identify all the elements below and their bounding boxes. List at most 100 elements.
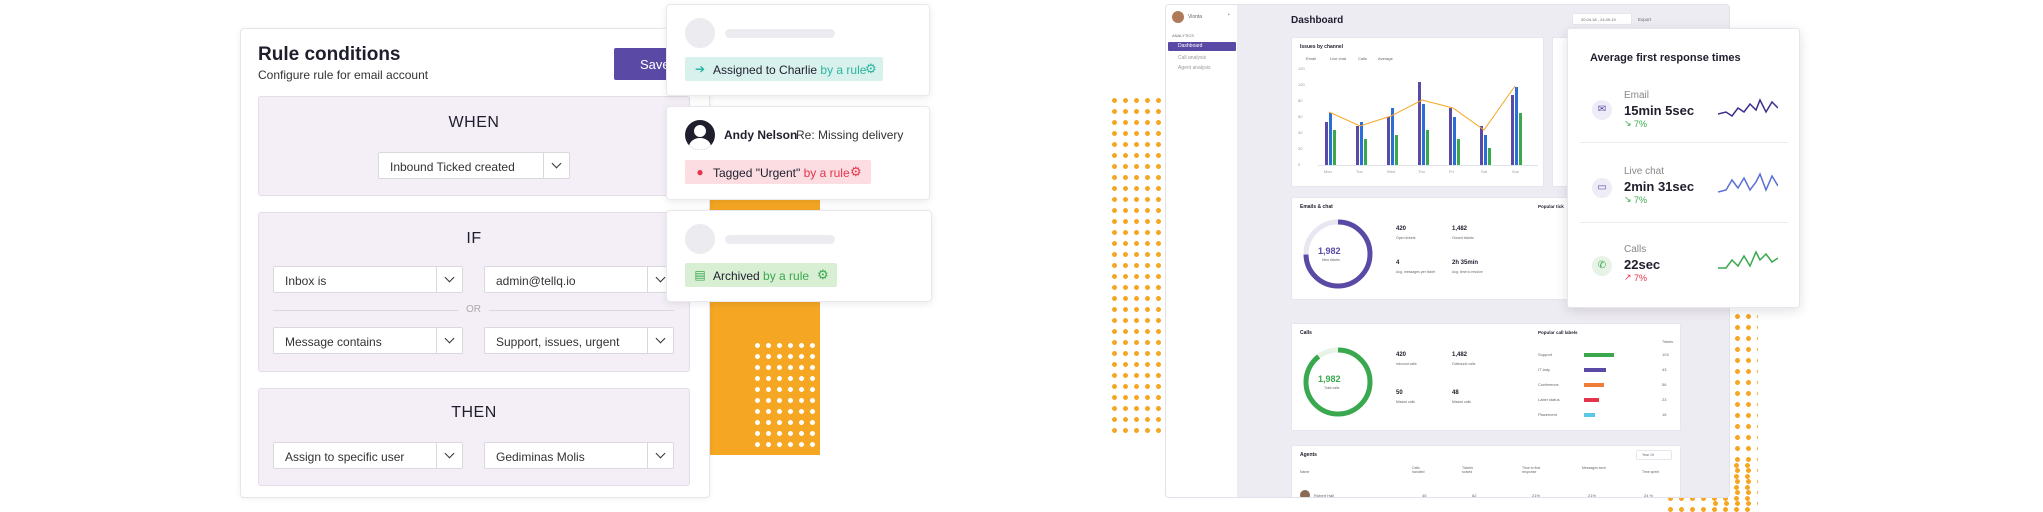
agent-messages: 21%: [1588, 493, 1597, 498]
legend-average: Average: [1378, 56, 1393, 61]
bar: [1426, 130, 1429, 165]
message-subject: Re: Missing delivery: [796, 128, 904, 142]
condition-field-select[interactable]: Inbox is: [273, 266, 463, 293]
condition-value-select[interactable]: admin@tellq.io: [484, 266, 674, 293]
bar: [1488, 147, 1491, 165]
envelope-icon: ✉: [1592, 100, 1612, 120]
x-tick: Thu: [1418, 169, 1425, 174]
stat-value: 4: [1396, 260, 1400, 266]
chart-title: Issues by channel: [1300, 44, 1344, 50]
bar: [1515, 86, 1518, 165]
bar: [1480, 125, 1483, 165]
bar: [1364, 138, 1367, 165]
label-name: IT lady: [1538, 367, 1550, 372]
stat-label: Avg. messages per ticket: [1396, 270, 1436, 274]
export-button[interactable]: Export: [1638, 17, 1652, 22]
then-title: THEN: [451, 404, 497, 421]
condition-field-value: Message contains: [285, 335, 382, 349]
x-tick: Fri: [1449, 169, 1454, 174]
phone-icon: ✆: [1592, 256, 1612, 276]
label-bar: [1584, 383, 1604, 387]
sender-name: Andy Nelson: [724, 128, 798, 142]
nav-item-dashboard[interactable]: Dashboard: [1168, 42, 1236, 51]
label-bar: [1584, 353, 1614, 357]
section-title: Agents: [1300, 452, 1317, 458]
popular-title: Popular tick: [1538, 204, 1564, 209]
rule-title: Rule conditions: [258, 44, 401, 65]
agents-filter-select[interactable]: Year 19: [1636, 450, 1672, 460]
issues-chart-card: Issues by channel Email Live chat Calls …: [1291, 37, 1544, 187]
by-rule-text: by a rule: [820, 63, 867, 77]
arrow-right-icon: ➔: [694, 62, 706, 76]
channel-label: Live chat: [1624, 166, 1665, 177]
label-value: 16: [1662, 412, 1667, 417]
legend-live-chat: Live chat: [1330, 56, 1347, 61]
section-title: Calls: [1300, 330, 1312, 336]
bar: [1511, 95, 1514, 165]
condition-value: admin@tellq.io: [496, 274, 576, 288]
filter-value: Year 19: [1642, 453, 1654, 457]
y-tick: 100: [1298, 82, 1305, 87]
response-delta: 7%: [1634, 195, 1648, 205]
response-time: 22sec: [1624, 257, 1661, 272]
x-axis-labels: Mon Tue Wed Thu Fri Sat Sun: [1318, 169, 1538, 177]
dashboard-sidebar: Vionta ◔ ANALYTICS Dashboard Call analys…: [1166, 5, 1238, 497]
label-name: Support: [1538, 352, 1553, 357]
row-divider: [1580, 142, 1788, 143]
y-tick: 80: [1298, 98, 1303, 103]
action-select[interactable]: Assign to specific user: [273, 442, 463, 469]
legend-calls: Calls: [1358, 56, 1367, 61]
bell-icon[interactable]: ◔: [1226, 12, 1231, 19]
avatar: [1300, 490, 1310, 497]
x-tick: Sat: [1481, 169, 1488, 174]
agents-card: Agents Year 19 Name Calls handled Ticket…: [1291, 445, 1681, 498]
assigned-pill: ➔ Assigned to Charlie by a rule ⚙: [685, 57, 883, 81]
nav-item-call-analysis[interactable]: Call analysis: [1178, 55, 1207, 61]
bar: [1391, 108, 1394, 165]
tagged-text: Tagged "Urgent": [713, 166, 801, 180]
response-time: 2min 31sec: [1624, 179, 1695, 194]
text-placeholder: [725, 235, 835, 244]
trend-down-icon: ↘: [1624, 118, 1632, 128]
calls-card: Calls 1,982 Total calls 420 Inbound call…: [1291, 323, 1681, 431]
bar: [1457, 138, 1460, 165]
bar: [1484, 134, 1487, 165]
condition-field-select[interactable]: Message contains: [273, 327, 463, 354]
when-title: WHEN: [448, 114, 500, 131]
date-range-value: 20.04.18 - 24.09.19: [1581, 17, 1616, 22]
stat-label: Outbound calls: [1452, 362, 1476, 366]
channel-label: Calls: [1624, 244, 1647, 255]
user-select[interactable]: Gediminas Molis: [484, 442, 674, 469]
x-tick: Wed: [1387, 169, 1396, 174]
x-tick: Mon: [1324, 169, 1332, 174]
column-header: Name: [1300, 470, 1310, 474]
avatar-placeholder: [685, 18, 715, 48]
stat-label: Open tickets: [1396, 236, 1416, 240]
email-sparkline: [1718, 98, 1778, 118]
chevron-down-icon: [647, 443, 673, 468]
new-tickets-label: New tickets: [1322, 258, 1340, 262]
or-divider-left: [273, 310, 458, 311]
condition-value-select[interactable]: Support, issues, urgent: [484, 327, 674, 354]
nav-item-agent-analysis[interactable]: Agent analysis: [1178, 65, 1211, 71]
avatar-placeholder: [685, 224, 715, 254]
if-title: IF: [466, 230, 482, 247]
chevron-down-icon: [647, 267, 673, 292]
popular-title: Popular call labels: [1538, 330, 1578, 335]
gear-icon: ⚙: [865, 61, 877, 76]
dot-pattern: [752, 340, 816, 450]
bar: [1519, 112, 1522, 165]
y-tick: 40: [1298, 130, 1303, 135]
agent-first-response: 21%: [1532, 493, 1541, 498]
column-header: Calls handled: [1412, 466, 1425, 474]
agent-name: Robert Hall: [1314, 493, 1335, 498]
bar: [1449, 108, 1452, 165]
trend-up-icon: ↗: [1624, 272, 1632, 282]
date-range-picker[interactable]: 20.04.18 - 24.09.19: [1572, 13, 1632, 25]
trigger-select[interactable]: Inbound Ticked created: [378, 152, 570, 179]
column-header: Time spent: [1642, 470, 1660, 474]
total-calls-label: Total calls: [1324, 386, 1340, 390]
chart-legend: Email Live chat Calls Average: [1300, 56, 1460, 64]
label-value: 23: [1662, 397, 1667, 402]
section-title: Emails & chat: [1300, 204, 1333, 210]
